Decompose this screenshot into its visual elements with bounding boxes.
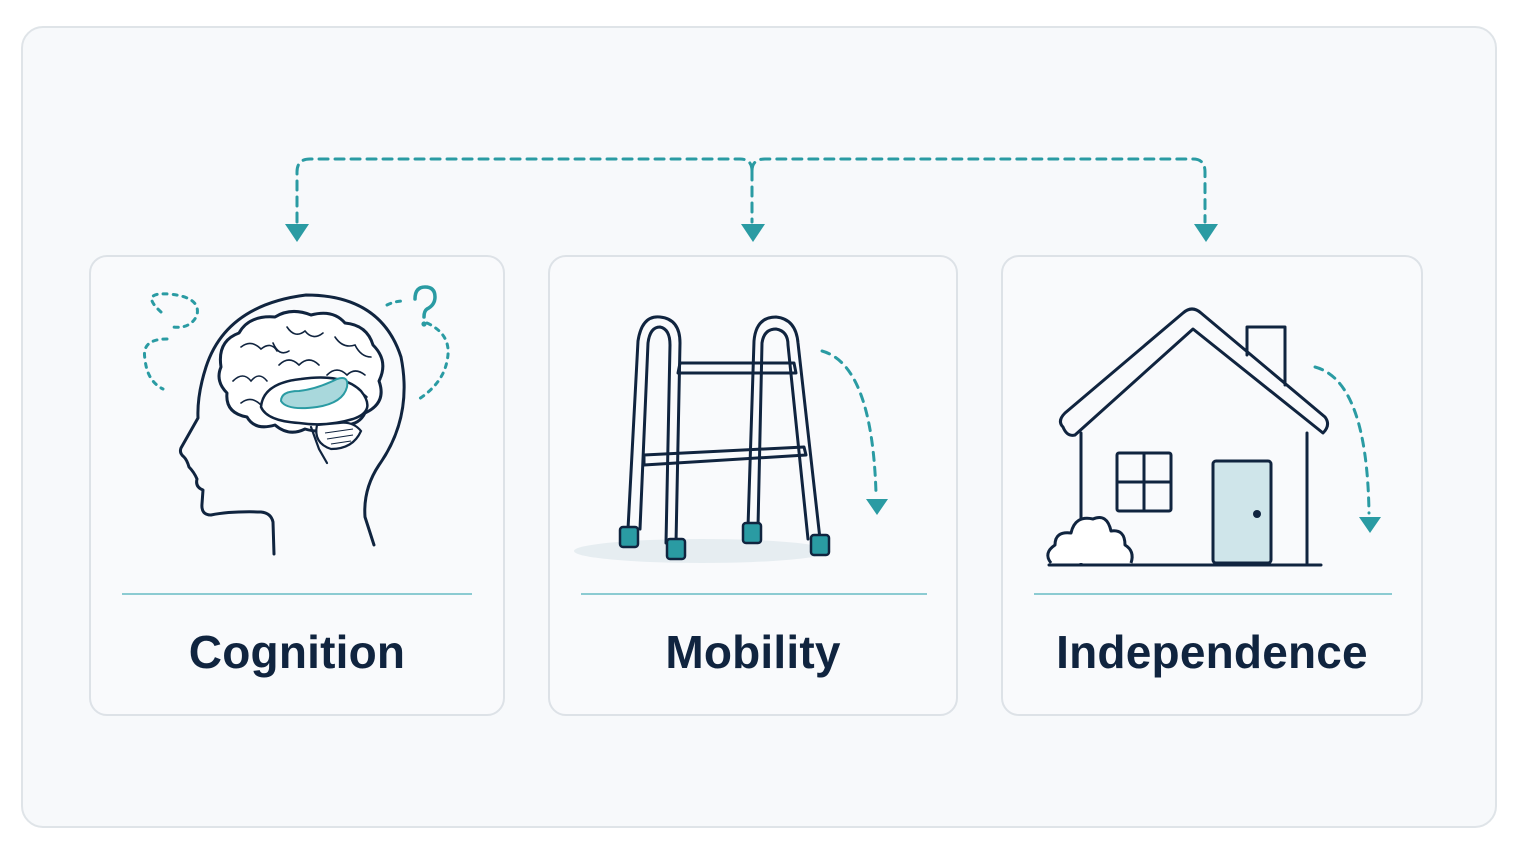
card-independence: Independence xyxy=(1001,255,1423,716)
card-cognition: Cognition xyxy=(89,255,505,716)
card-divider xyxy=(1034,593,1392,595)
walker-icon xyxy=(574,315,888,563)
card-divider xyxy=(581,593,927,595)
card-mobility: Mobility xyxy=(548,255,958,716)
card-divider xyxy=(122,593,472,595)
mobility-label: Mobility xyxy=(665,626,841,678)
house-icon xyxy=(1046,307,1381,567)
independence-label: Independence xyxy=(1056,626,1368,678)
head-brain-icon xyxy=(142,285,450,556)
cognition-label: Cognition xyxy=(188,626,406,678)
